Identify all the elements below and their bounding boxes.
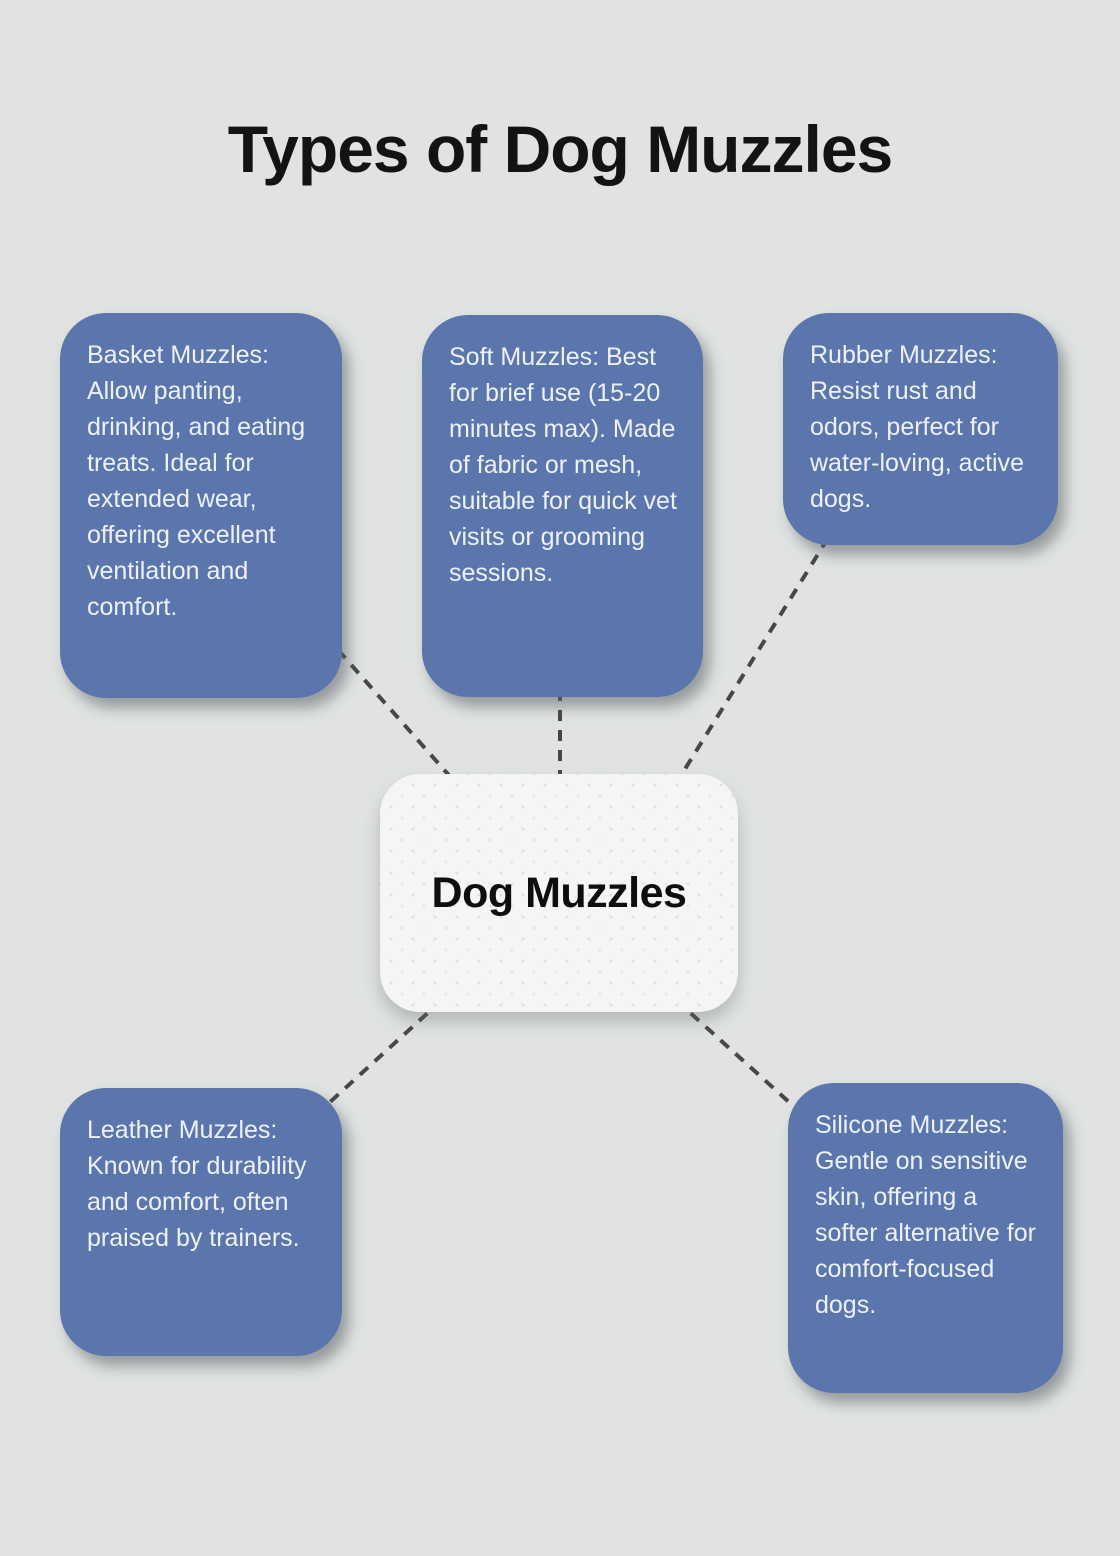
node-silicone-muzzles: Silicone Muzzles: Gentle on sensitive sk… (788, 1083, 1063, 1393)
connector-rubber-to-center (670, 536, 830, 792)
node-basket-muzzles: Basket Muzzles: Allow panting, drinking,… (60, 313, 342, 698)
connector-leather-to-center (328, 998, 444, 1104)
center-node-label: Dog Muzzles (431, 868, 687, 917)
center-node-dog-muzzles: Dog Muzzles (380, 774, 738, 1012)
connector-silicone-to-center (674, 998, 802, 1114)
node-soft-muzzles: Soft Muzzles: Best for brief use (15-20 … (422, 315, 703, 697)
node-leather-muzzles: Leather Muzzles: Known for durability an… (60, 1088, 342, 1356)
node-rubber-muzzles: Rubber Muzzles: Resist rust and odors, p… (783, 313, 1058, 545)
page-title: Types of Dog Muzzles (227, 112, 894, 186)
